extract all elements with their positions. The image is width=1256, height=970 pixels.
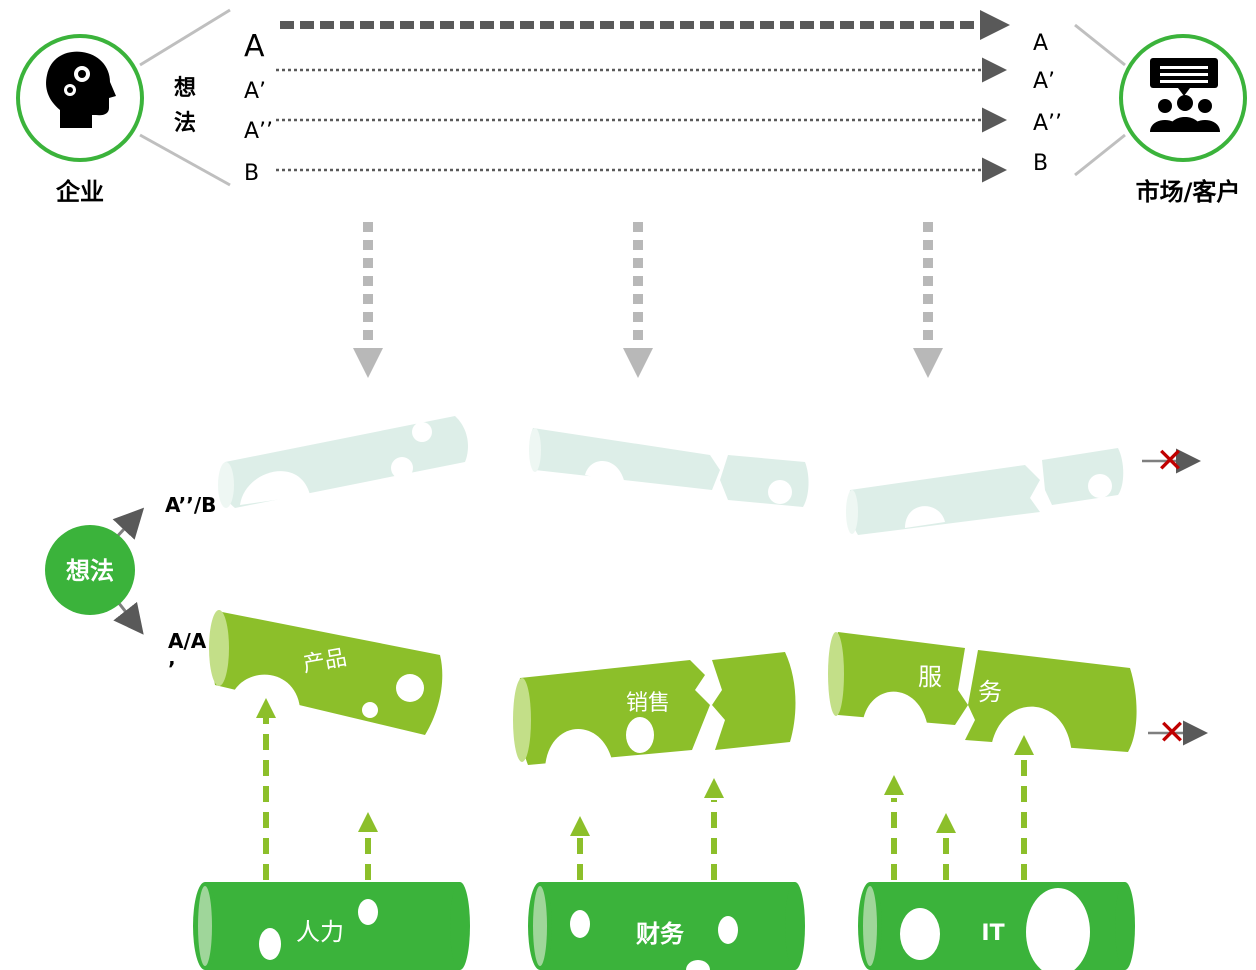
pipe-product: 产品 (209, 610, 443, 735)
route-left-b: B (244, 161, 259, 186)
fan-line-top (139, 8, 231, 67)
support-finance-label: 财务 (636, 920, 685, 948)
audience-speech-icon (1150, 58, 1220, 132)
idea-branch-lower (113, 601, 144, 635)
market-node: 市场/客户 (1074, 23, 1247, 206)
route-labels-right: A A’ A’’ B (1033, 31, 1062, 176)
route-left-a2: A’’ (244, 119, 273, 144)
support-pipe-finance: 财务 (528, 882, 805, 970)
idea-upper-branch-label: A’’/B (165, 493, 216, 517)
fail-mark-bottom: ✕ (1148, 713, 1208, 753)
ghost-pipe-2 (529, 428, 809, 507)
route-right-a1: A’ (1033, 69, 1055, 94)
down-arrows (353, 222, 943, 378)
ghost-pipe-3 (846, 448, 1124, 535)
route-right-b: B (1033, 151, 1048, 176)
route-left-a1: A’ (244, 79, 266, 104)
enterprise-label: 企业 (56, 178, 104, 206)
support-hr-label: 人力 (296, 918, 344, 946)
idea-lower-branch-label: A/A (168, 629, 207, 653)
ghost-pipes (218, 416, 1124, 535)
pipe-service-label-2: 务 (978, 678, 1002, 706)
idea-label-top-char2: 法 (174, 111, 196, 136)
down-arrow-1-head (353, 348, 383, 378)
route-right-a2: A’’ (1033, 111, 1062, 136)
route-arrows (276, 10, 1010, 183)
head-gears-icon (46, 51, 116, 128)
pipe-service-label-1: 服 (918, 663, 942, 691)
fan-line-right-bottom (1074, 133, 1126, 177)
route-arrow-a-head (980, 10, 1010, 40)
fail-mark-top: ✕ (1142, 441, 1201, 481)
pipe-sales-label: 销售 (626, 691, 670, 716)
idea-label-top-char1: 想 (174, 76, 196, 101)
route-left-a: A (244, 29, 265, 64)
down-arrow-2-head (623, 348, 653, 378)
fail-x-bottom: ✕ (1158, 713, 1187, 753)
idea-lower-branch-label-2: ’ (168, 657, 176, 681)
ghost-pipe-1 (218, 416, 468, 508)
support-pipe-it: IT (858, 882, 1135, 970)
support-pipe-hr: 人力 (193, 882, 470, 970)
fail-x-top: ✕ (1156, 441, 1185, 481)
route-right-a: A (1033, 31, 1048, 56)
route-labels-left: A A’ A’’ B (244, 29, 273, 186)
support-it-label: IT (981, 921, 1004, 946)
pipe-sales: 销售 (513, 652, 796, 768)
enterprise-node: 企业 (16, 8, 231, 206)
fan-line-right-top (1074, 23, 1126, 67)
market-label: 市场/客户 (1136, 178, 1241, 206)
idea-node: 想法 A’’/B A/A ’ (45, 493, 216, 681)
idea-circle (45, 525, 135, 615)
idea-circle-label: 想法 (66, 557, 114, 585)
fan-line-bottom (139, 133, 231, 187)
down-arrow-3-head (913, 348, 943, 378)
support-arrows (256, 698, 1034, 880)
pipe-service: 服 务 (828, 632, 1137, 758)
